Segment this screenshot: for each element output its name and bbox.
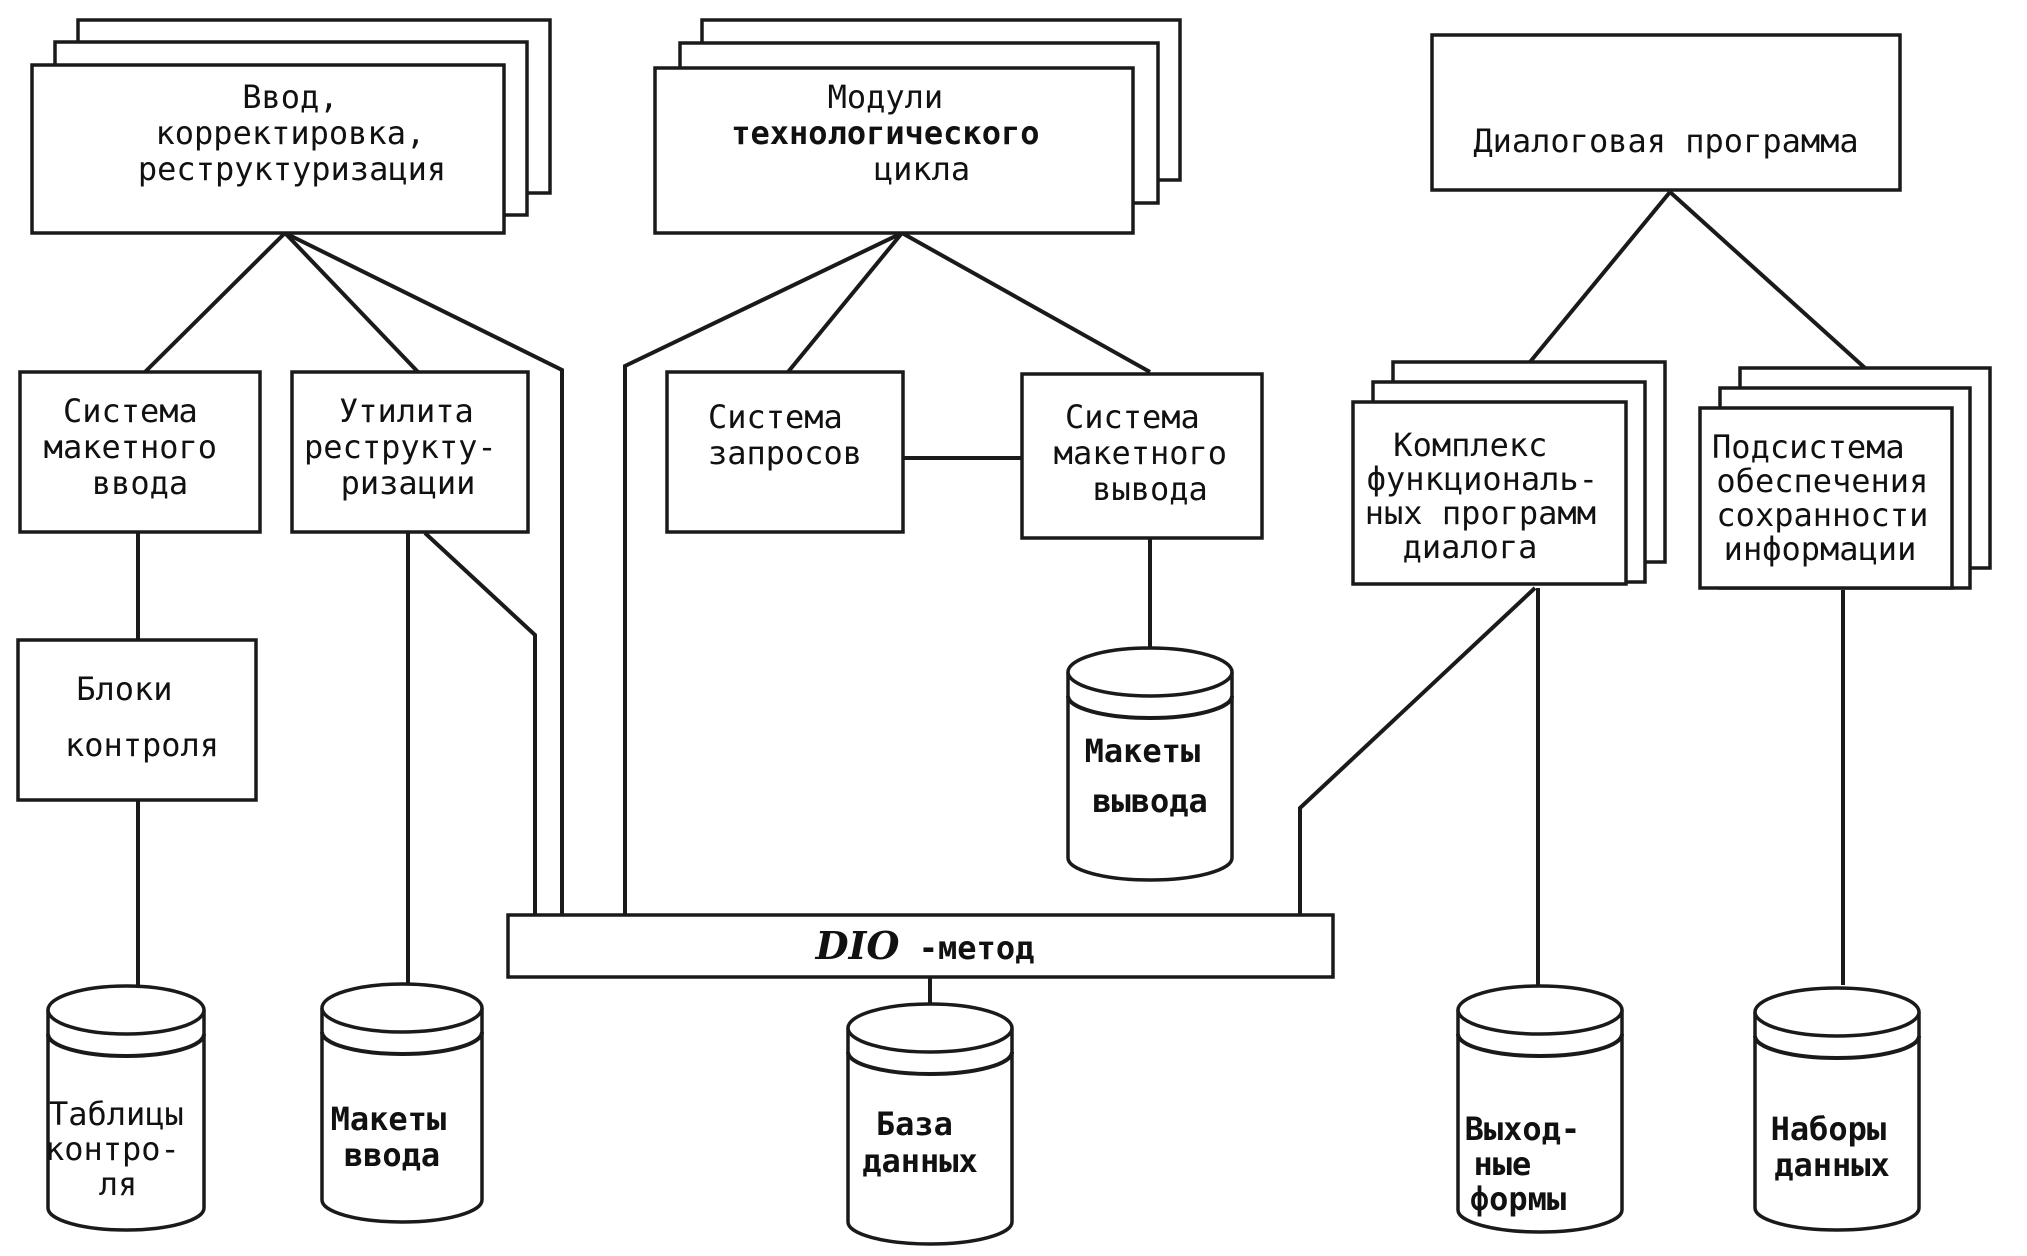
- edge-dialog-program-to-functional-programs: [1528, 190, 1672, 364]
- input-correction-box: [30, 63, 506, 235]
- control-blocks-box: [16, 638, 258, 802]
- input-layouts-cylinder: [320, 1008, 484, 1224]
- output-layouts-label: Макеты вывода: [1085, 732, 1220, 820]
- dio-method-bar: [506, 913, 1335, 979]
- query-system-node: Система запросов: [665, 370, 905, 534]
- control-tables-label: Таблицы контро- ля: [45, 1095, 203, 1203]
- output-forms-label: Выход- ные формы: [1465, 1110, 1600, 1218]
- query-system-label: Система запросов: [708, 398, 862, 472]
- query-system-box: [665, 370, 905, 534]
- database-store: База данных: [846, 1002, 1014, 1246]
- info-preservation-subsystem-stack: Подсистема обеспечения сохранности инфор…: [1698, 366, 1992, 590]
- database-cylinder: [846, 1028, 1014, 1246]
- edge-functional-programs-to-dio: [1298, 586, 1537, 915]
- output-forms-cylinder: [1456, 1010, 1624, 1234]
- database-label: База данных: [862, 1105, 978, 1180]
- edge-tech-cycle-to-dio: [623, 231, 903, 915]
- input-correction-label: Ввод, корректировка, реструктуризация: [138, 78, 446, 188]
- data-sets-store: Наборы данных: [1753, 986, 1921, 1232]
- dio-method-node: DIO -метод: [506, 913, 1335, 979]
- data-sets-cylinder: [1753, 1012, 1921, 1232]
- control-tables-store: Таблицы контро- ля: [45, 984, 206, 1232]
- layout-input-system-node: Система макетного ввода: [18, 370, 262, 534]
- edge-input-correction-to-dio: [284, 231, 564, 915]
- data-sets-label: Наборы данных: [1771, 1110, 1906, 1184]
- restructuring-utility-box: [290, 370, 530, 534]
- dialog-program-label: Диалоговая программа: [1473, 122, 1858, 160]
- control-tables-cylinder: [46, 1010, 206, 1232]
- output-layouts-cylinder: [1066, 672, 1234, 882]
- output-layouts-store: Макеты вывода: [1066, 646, 1234, 882]
- info-preservation-subsystem-label: Подсистема обеспечения сохранности инфор…: [1712, 428, 1948, 568]
- tech-cycle-modules-stack: Модули технологического цикла: [653, 18, 1182, 235]
- dialog-program-node: Диалоговая программа: [1430, 33, 1902, 192]
- layout-output-system-label: Система макетного вывода: [1054, 398, 1247, 508]
- layout-output-system-box: [1020, 372, 1264, 540]
- layout-input-system-box: [18, 370, 262, 534]
- control-blocks-label: Блоки контроля: [65, 670, 219, 764]
- dialog-functional-programs-stack: Комплекс функциональ- ных программ диало…: [1351, 360, 1667, 586]
- dialog-functional-programs-label: Комплекс функциональ- ных программ диало…: [1365, 426, 1617, 566]
- layout-output-system-node: Система макетного вывода: [1020, 372, 1264, 540]
- edge-dialog-program-to-info-subsystem: [1668, 190, 1867, 370]
- edge-tech-cycle-to-query-system: [786, 231, 904, 374]
- input-correction-stack: Ввод, корректировка, реструктуризация: [30, 18, 552, 235]
- info-preservation-subsystem-box: [1698, 406, 1954, 590]
- restructuring-utility-node: Утилита реструкту- ризации: [290, 370, 530, 534]
- dio-method-label: DIO -метод: [815, 923, 1035, 968]
- input-layouts-label: Макеты ввода: [331, 1100, 466, 1174]
- edge-restructuring-to-dio: [423, 531, 537, 915]
- edge-tech-cycle-to-layout-output: [901, 231, 1151, 374]
- edge-input-correction-to-layout-input: [143, 231, 287, 374]
- edge-input-correction-to-restructuring-utility: [283, 231, 420, 374]
- connectors: [136, 190, 1867, 1005]
- layout-input-system-label: Система макетного ввода: [44, 392, 237, 502]
- tech-cycle-modules-label: Модули технологического цикла: [731, 78, 1059, 188]
- restructuring-utility-label: Утилита реструкту- ризации: [304, 392, 516, 502]
- tech-cycle-modules-box: [653, 66, 1135, 235]
- dialog-program-box: [1430, 33, 1902, 192]
- output-forms-store: Выход- ные формы: [1456, 984, 1624, 1234]
- control-blocks-node: Блоки контроля: [16, 638, 258, 802]
- dialog-functional-programs-box: [1351, 400, 1628, 586]
- input-layouts-store: Макеты ввода: [320, 982, 484, 1224]
